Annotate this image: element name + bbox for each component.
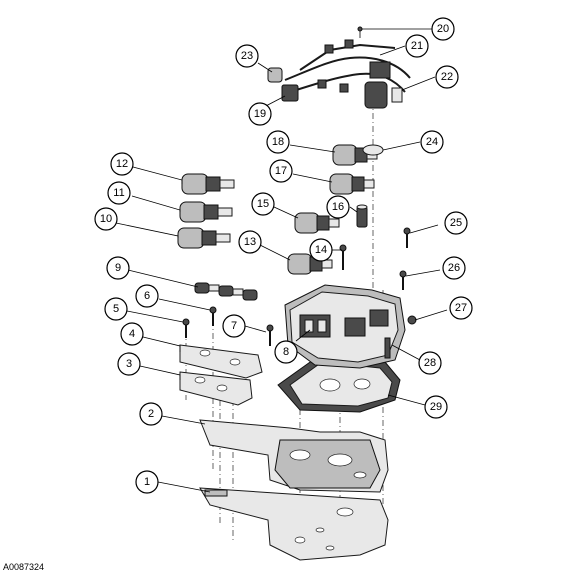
callout-6: 6 <box>135 284 159 308</box>
callout-5: 5 <box>104 297 128 321</box>
svg-text:24: 24 <box>426 136 438 148</box>
svg-text:26: 26 <box>448 262 460 274</box>
svg-text:15: 15 <box>257 198 269 210</box>
svg-text:23: 23 <box>241 50 253 62</box>
svg-text:28: 28 <box>424 357 436 369</box>
callout-17: 17 <box>269 159 293 183</box>
svg-text:29: 29 <box>430 401 442 413</box>
svg-text:21: 21 <box>411 40 423 52</box>
svg-text:18: 18 <box>272 136 284 148</box>
callout-12: 12 <box>110 152 134 176</box>
svg-text:3: 3 <box>126 358 132 370</box>
upper-gasket <box>277 354 401 413</box>
callout-8: 8 <box>274 340 298 364</box>
callout-4: 4 <box>120 322 144 346</box>
callout-28: 28 <box>418 351 442 375</box>
callout-27: 27 <box>449 296 473 320</box>
svg-text:22: 22 <box>441 71 453 83</box>
callout-11: 11 <box>107 181 131 205</box>
separator-plate <box>199 487 389 561</box>
svg-text:5: 5 <box>113 303 119 315</box>
callout-14: 14 <box>309 238 333 262</box>
svg-text:14: 14 <box>315 244 327 256</box>
callout-25: 25 <box>444 211 468 235</box>
callout-3: 3 <box>117 352 141 376</box>
svg-text:2: 2 <box>148 408 154 420</box>
callout-22: 22 <box>435 65 459 89</box>
callout-24: 24 <box>420 130 444 154</box>
callout-13: 13 <box>238 230 262 254</box>
callout-9: 9 <box>106 256 130 280</box>
callout-20: 20 <box>431 17 455 41</box>
svg-text:11: 11 <box>113 187 124 199</box>
valve-spool <box>194 282 258 301</box>
solenoids <box>177 144 378 275</box>
callout-1: 1 <box>135 470 159 494</box>
svg-text:1: 1 <box>144 476 150 488</box>
wiring-harness <box>267 26 411 109</box>
callout-26: 26 <box>442 256 466 280</box>
bolts <box>182 227 417 359</box>
callout-21: 21 <box>405 34 429 58</box>
svg-text:25: 25 <box>450 217 462 229</box>
svg-text:13: 13 <box>244 236 256 248</box>
svg-text:12: 12 <box>116 158 128 170</box>
svg-text:20: 20 <box>437 23 449 35</box>
svg-text:27: 27 <box>455 302 467 314</box>
svg-text:19: 19 <box>254 108 266 120</box>
svg-text:10: 10 <box>100 213 112 225</box>
o-ring <box>362 144 384 156</box>
callout-16: 16 <box>326 195 350 219</box>
svg-text:6: 6 <box>144 290 150 302</box>
svg-text:16: 16 <box>332 201 344 213</box>
svg-text:9: 9 <box>115 262 121 274</box>
svg-text:8: 8 <box>283 346 289 358</box>
callout-7: 7 <box>222 314 246 338</box>
callout-10: 10 <box>94 207 118 231</box>
callouts: 1 2 3 4 5 6 7 8 9 10 11 12 13 14 15 16 1… <box>94 17 473 494</box>
sleeve <box>356 204 368 228</box>
svg-text:17: 17 <box>275 165 287 177</box>
callout-18: 18 <box>266 130 290 154</box>
callout-19: 19 <box>248 102 272 126</box>
callout-29: 29 <box>424 395 448 419</box>
callout-2: 2 <box>139 402 163 426</box>
callout-23: 23 <box>235 44 259 68</box>
svg-text:4: 4 <box>129 328 135 340</box>
leader-lines <box>115 28 448 493</box>
figure-code: A0087324 <box>3 562 45 572</box>
callout-15: 15 <box>251 192 275 216</box>
svg-text:7: 7 <box>231 320 237 332</box>
gaskets <box>179 344 263 406</box>
lower-plate <box>199 419 389 493</box>
